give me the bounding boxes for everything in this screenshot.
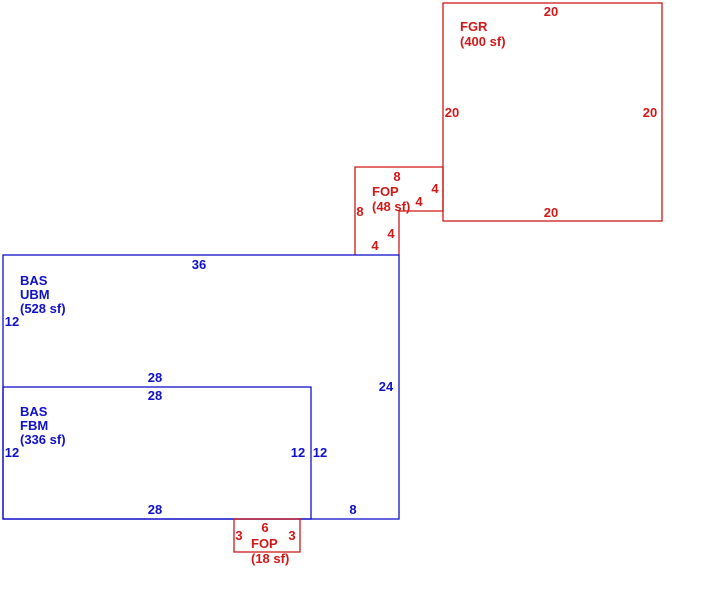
bas-ubm-dim-right: 24 <box>379 379 394 394</box>
bas-ubm-sub: UBM <box>20 287 50 302</box>
fop-bottom-outline <box>233 518 301 553</box>
bas-fbm-code: BAS <box>20 404 48 419</box>
fop-top-code: FOP <box>372 184 399 199</box>
bas-fbm-outline <box>2 386 312 520</box>
fop-bottom-code: FOP <box>251 536 278 551</box>
fgr-code: FGR <box>460 19 488 34</box>
fop-bottom-area-label: (18 sf) <box>251 551 289 566</box>
bas-ubm-dim-inner: 28 <box>148 370 162 385</box>
bas-ubm-dim-bottom: 8 <box>349 502 356 517</box>
fgr-outline <box>442 2 663 222</box>
fop-top-dim-left: 8 <box>356 204 363 219</box>
bas-ubm-dim-left: 12 <box>5 314 19 329</box>
bas-ubm-dim-top: 36 <box>192 257 206 272</box>
fgr-dim-right: 20 <box>643 105 657 120</box>
fop-top-dim-step: 4 <box>415 194 423 209</box>
fop-top-area: FOP (48 sf) 8 8 4 4 4 4 <box>354 166 444 255</box>
bas-fbm-area: BAS FBM (336 sf) 28 28 12 12 12 <box>2 386 327 520</box>
fop-top-area-label: (48 sf) <box>372 199 410 214</box>
bas-fbm-dim-right-inner: 12 <box>291 445 305 460</box>
fop-top-outline <box>354 166 444 255</box>
fop-bottom-dim-right: 3 <box>288 528 295 543</box>
fop-top-dim-bottom: 4 <box>371 238 379 253</box>
fop-bottom-area: 6 3 3 FOP (18 sf) <box>233 518 301 566</box>
fop-top-dim-right: 4 <box>431 181 439 196</box>
fgr-area: FGR (400 sf) 20 20 20 20 <box>442 2 663 222</box>
bas-ubm-area: BAS UBM (528 sf) 36 12 24 28 8 <box>2 254 400 520</box>
bas-fbm-sub: FBM <box>20 418 48 433</box>
fgr-area-label: (400 sf) <box>460 34 506 49</box>
bas-fbm-dim-left: 12 <box>5 445 19 460</box>
bas-ubm-code: BAS <box>20 273 48 288</box>
fgr-dim-bottom: 20 <box>544 205 558 220</box>
fgr-dim-top: 20 <box>544 4 558 19</box>
bas-fbm-dim-top: 28 <box>148 388 162 403</box>
bas-fbm-area-label: (336 sf) <box>20 432 66 447</box>
bas-fbm-dim-right-outer: 12 <box>313 445 327 460</box>
fop-bottom-dim-top: 6 <box>261 520 268 535</box>
fop-top-dim-top: 8 <box>393 169 400 184</box>
fop-bottom-dim-left: 3 <box>235 528 242 543</box>
fop-top-dim-inner: 4 <box>387 226 395 241</box>
fgr-dim-left: 20 <box>445 105 459 120</box>
bas-ubm-area-label: (528 sf) <box>20 301 66 316</box>
bas-fbm-dim-bottom: 28 <box>148 502 162 517</box>
